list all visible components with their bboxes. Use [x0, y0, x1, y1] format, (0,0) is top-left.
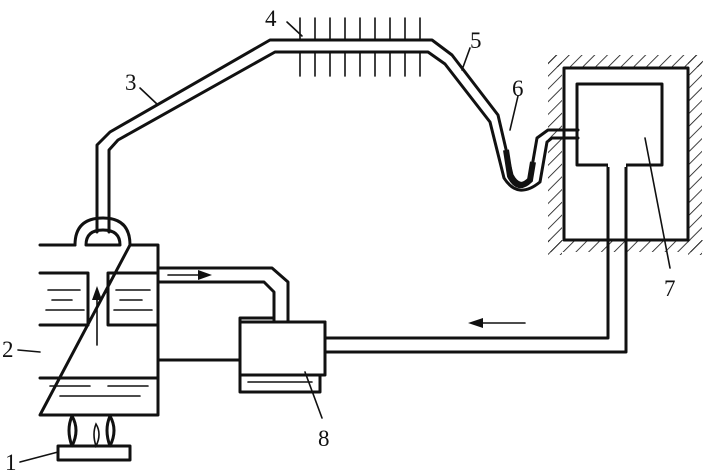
reservoir-8	[238, 320, 327, 377]
side-arrow	[167, 270, 212, 280]
return-arrow	[468, 318, 526, 328]
side-pipe-outer	[156, 266, 327, 324]
label-7: 7	[664, 276, 676, 301]
label-6: 6	[512, 76, 524, 101]
steam-pipe-inner	[107, 50, 580, 234]
label-4: 4	[265, 6, 277, 31]
label-3: 3	[125, 70, 137, 95]
chamber-7-inner	[575, 82, 664, 167]
cooling-fins	[299, 17, 421, 77]
boiler-body	[38, 243, 160, 417]
label-8: 8	[318, 426, 330, 451]
dome-inner	[84, 228, 122, 247]
return-pipe-inner	[323, 163, 628, 354]
label-5: 5	[470, 28, 482, 53]
leader-lines	[17, 21, 671, 463]
label-2: 2	[2, 337, 14, 362]
boiler-dome	[73, 216, 132, 247]
boiler-liquid	[38, 376, 160, 397]
reservoir-base	[238, 373, 322, 394]
burner	[56, 414, 132, 462]
u-tube-liquid	[503, 149, 536, 189]
return-pipe-outer	[323, 163, 610, 340]
side-pipe-inner	[156, 280, 276, 324]
up-arrow	[92, 286, 102, 346]
label-1: 1	[5, 450, 17, 473]
steam-pipe-outer	[95, 38, 580, 234]
